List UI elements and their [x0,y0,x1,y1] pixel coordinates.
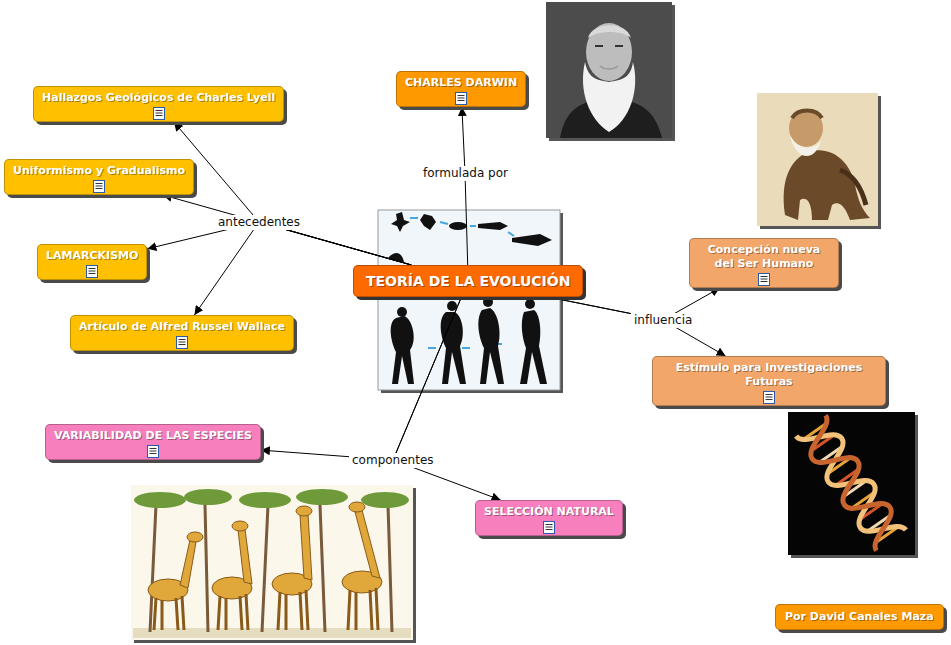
concept-text: CHARLES DARWIN [405,76,517,90]
concept-text: Estímulo para Investigaciones Futuras [661,361,877,389]
note-icon [543,521,555,534]
concept-text: Uniformismo y Gradualismo [13,164,185,178]
note-icon [758,273,770,286]
connector [393,297,501,500]
concept-box: Por David Canales Maza [775,604,944,630]
note-icon [176,336,188,349]
concept-text: Concepción nueva del Ser Humano [698,243,830,271]
concept-box: Artículo de Alfred Russel Wallace [70,315,294,351]
giraffes-illustration [131,485,416,643]
concept-box: Uniformismo y Gradualismo [4,159,194,195]
concept-box: VARIABILIDAD DE LAS ESPECIES [45,424,261,460]
concept-text: LAMARCKISMO [46,249,138,263]
darwin-portrait [546,2,675,141]
note-icon [93,180,105,193]
concept-box: TEORÍA DE LA EVOLUCIÓN [353,265,583,297]
connector [174,122,412,265]
concept-text: Hallazgos Geológicos de Charles Lyell [42,91,275,105]
concept-box: Concepción nueva del Ser Humano [689,238,839,288]
concept-box: CHARLES DARWIN [396,71,526,107]
concept-text: SELECCIÓN NATURAL [484,505,614,519]
concept-box: SELECCIÓN NATURAL [475,500,623,536]
concept-text: Por David Canales Maza [785,610,934,624]
note-icon [455,92,467,105]
note-icon [763,391,775,404]
concept-box: Estímulo para Investigaciones Futuras [652,356,886,406]
concept-text: TEORÍA DE LA EVOLUCIÓN [366,272,570,290]
connector [462,107,468,265]
concept-box: LAMARCKISMO [37,244,147,280]
evolution-illustration [378,210,563,393]
concept-text: Artículo de Alfred Russel Wallace [79,320,285,334]
connector [548,297,725,356]
linking-phrase: componentes [349,453,437,468]
ape-caricature [757,93,881,229]
concept-text: VARIABILIDAD DE LAS ESPECIES [54,429,252,443]
concept-box: Hallazgos Geológicos de Charles Lyell [33,86,284,122]
note-icon [147,445,159,458]
note-icon [86,265,98,278]
note-icon [153,107,165,120]
linking-phrase: formulada por [420,166,511,181]
linking-phrase: antecedentes [215,215,303,230]
dna-helix [788,412,918,558]
linking-phrase: influencia [631,313,695,328]
